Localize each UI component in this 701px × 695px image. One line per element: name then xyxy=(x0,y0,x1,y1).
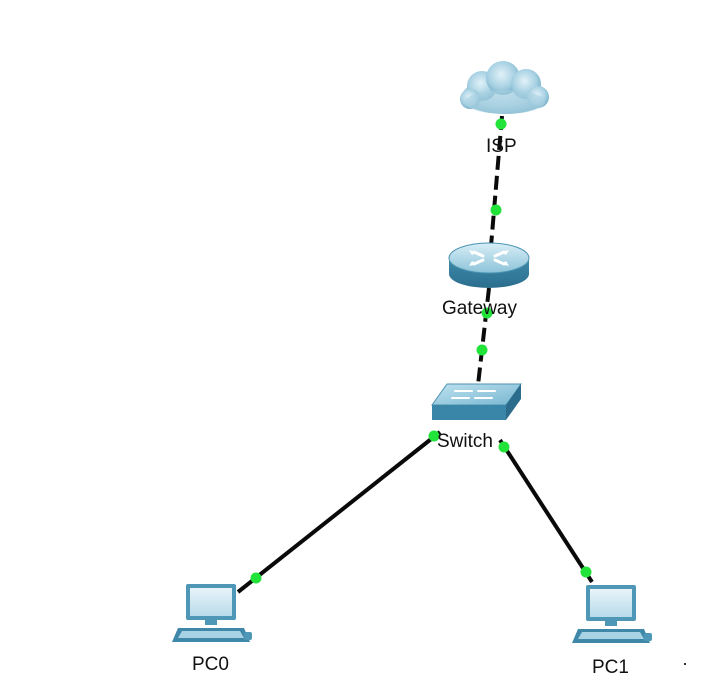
link-switch-pc0[interactable] xyxy=(236,430,442,594)
pc0-pc-icon[interactable] xyxy=(172,584,252,642)
stray-dot xyxy=(684,663,686,665)
switch-label: Switch xyxy=(437,431,493,452)
port-status-isp-gateway-bottom xyxy=(490,204,502,216)
gateway-label: Gateway xyxy=(442,298,517,319)
port-status-gateway-switch-top xyxy=(481,307,493,319)
port-status-isp-gateway-top xyxy=(495,118,507,130)
pc1-label: PC1 xyxy=(592,657,629,678)
port-status-switch-pc1-top xyxy=(498,441,510,453)
switch-icon[interactable] xyxy=(431,383,522,420)
isp-cloud-icon[interactable] xyxy=(460,61,549,114)
port-status-switch-pc1-bottom xyxy=(580,566,592,578)
isp-label: ISP xyxy=(486,136,517,157)
link-gateway-switch[interactable] xyxy=(476,287,491,386)
port-status-switch-pc0-top xyxy=(428,430,440,442)
link-switch-pc1[interactable] xyxy=(498,438,594,584)
port-status-switch-pc0-bottom xyxy=(250,572,262,584)
port-status-gateway-switch-bottom xyxy=(476,344,488,356)
pc0-label: PC0 xyxy=(192,654,229,675)
pc1-pc-icon[interactable] xyxy=(572,585,652,643)
link-isp-gateway[interactable] xyxy=(488,115,504,259)
gateway-router-icon[interactable] xyxy=(448,242,530,288)
